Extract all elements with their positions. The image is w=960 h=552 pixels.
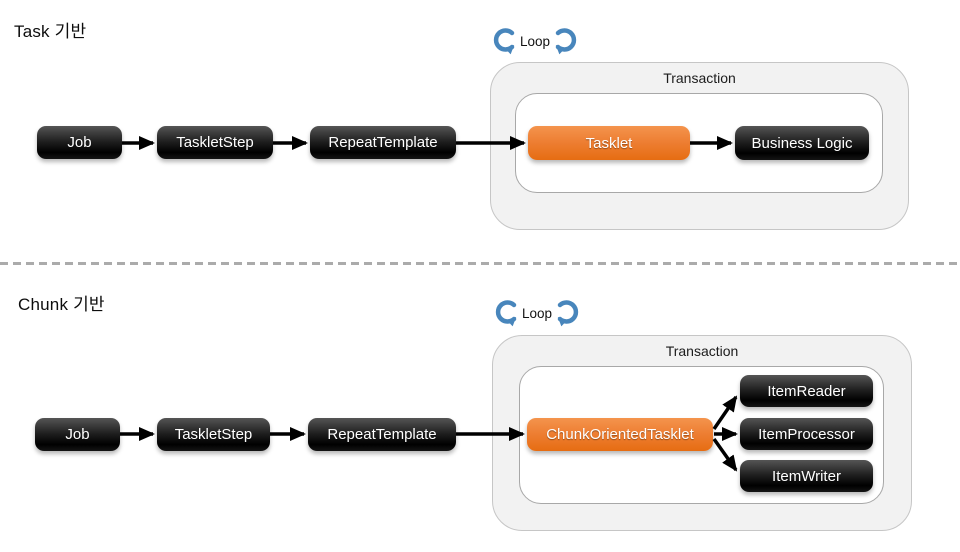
loop-label: Loop [522, 305, 553, 321]
loop-arrow-right-icon [557, 300, 579, 327]
transaction-label: Transaction [665, 343, 739, 359]
loop-label: Loop [520, 33, 551, 49]
node-chunk-oriented-tasklet: ChunkOrientedTasklet [527, 418, 713, 451]
loop-indicator-task: Loop [491, 27, 579, 55]
loop-arrow-left-icon [493, 28, 515, 55]
node-item-reader: ItemReader [740, 375, 873, 407]
node-repeat-template: RepeatTemplate [308, 418, 456, 451]
node-tasklet: Tasklet [528, 126, 690, 160]
section-title-chunk: Chunk 기반 [18, 295, 105, 314]
loop-arrow-right-icon [555, 28, 577, 55]
node-item-writer: ItemWriter [740, 460, 873, 492]
node-tasklet-step: TaskletStep [157, 418, 270, 451]
node-item-processor: ItemProcessor [740, 418, 873, 450]
loop-indicator-chunk: Loop [493, 299, 581, 327]
node-job: Job [37, 126, 122, 159]
loop-arrow-left-icon [495, 300, 517, 327]
node-repeat-template: RepeatTemplate [310, 126, 456, 159]
section-divider [0, 262, 960, 265]
node-tasklet-step: TaskletStep [157, 126, 273, 159]
node-business-logic: Business Logic [735, 126, 869, 160]
section-title-task: Task 기반 [14, 22, 87, 41]
transaction-label: Transaction [663, 70, 736, 86]
node-job: Job [35, 418, 120, 451]
